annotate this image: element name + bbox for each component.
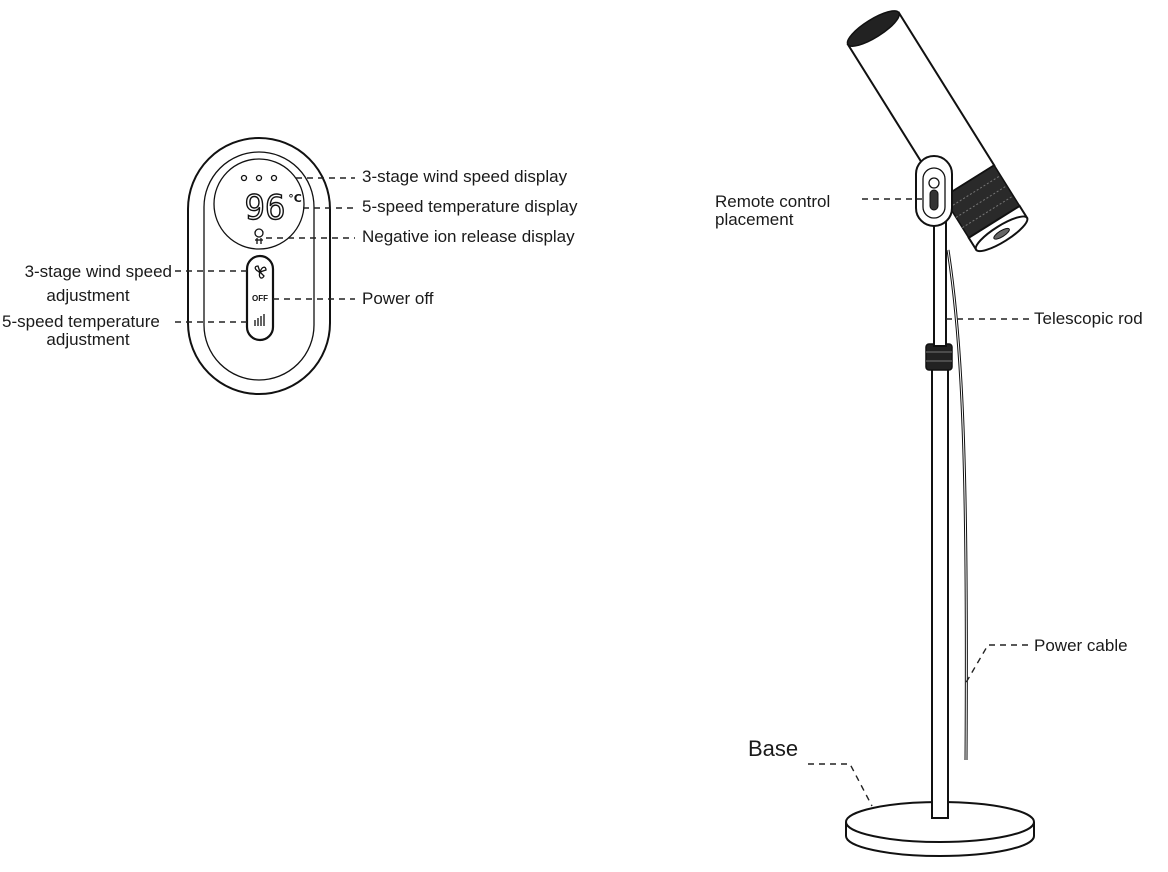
pole-collar: [925, 343, 953, 371]
remote-display-screen: [213, 158, 305, 250]
wind-speed-dot-3: [270, 174, 278, 182]
label-temperature-adjustment-2: adjustment: [2, 331, 174, 349]
label-temperature-display: 5-speed temperature display: [362, 197, 578, 216]
label-remote-placement-line2: placement: [715, 210, 794, 229]
remote-holder: [915, 155, 953, 227]
label-remote-placement: Remote control placement: [715, 193, 830, 229]
display-digits: 96: [245, 188, 286, 228]
label-wind-speed-adjustment: 3-stage wind speed: [2, 263, 172, 281]
heater-unit: [845, 10, 1035, 857]
ion-icon: [254, 228, 264, 244]
label-wind-speed-adjustment-2: adjustment: [2, 287, 174, 305]
label-base: Base: [748, 736, 799, 761]
telescopic-rod: [933, 221, 947, 347]
label-power-cable: Power cable: [1034, 636, 1128, 655]
label-wind-speed-adjustment-line1: 3-stage wind speed: [24, 262, 172, 281]
leader-power-cable: [963, 644, 1028, 687]
off-button[interactable]: OFF: [252, 294, 268, 303]
fan-icon[interactable]: [254, 265, 267, 279]
label-temperature-adjustment-line2: adjustment: [46, 330, 130, 349]
label-telescopic-rod: Telescopic rod: [1034, 309, 1143, 328]
heat-bars-icon[interactable]: [254, 314, 265, 326]
label-temperature-adjustment-line1: 5-speed temperature: [2, 312, 160, 331]
remote-button-panel: [245, 254, 275, 342]
label-power-off: Power off: [362, 289, 434, 308]
base: [845, 801, 1035, 857]
label-temperature-adjustment: 5-speed temperature: [2, 313, 160, 331]
label-ion-display: Negative ion release display: [362, 227, 575, 246]
label-wind-speed-display: 3-stage wind speed display: [362, 167, 568, 186]
label-remote-placement-line1: Remote control: [715, 192, 831, 211]
remote-control: 96 °C OFF: [187, 137, 331, 395]
heater-cylinder: [846, 10, 1029, 253]
power-cable-inner: [947, 249, 967, 761]
lower-pole: [931, 365, 949, 819]
remote-inner-shell: [203, 151, 315, 381]
label-wind-speed-adjustment-line2: adjustment: [46, 286, 130, 305]
leader-base: [808, 763, 873, 807]
display-unit: °C: [288, 192, 302, 205]
wind-speed-dot-1: [240, 174, 248, 182]
wind-speed-dot-2: [255, 174, 263, 182]
